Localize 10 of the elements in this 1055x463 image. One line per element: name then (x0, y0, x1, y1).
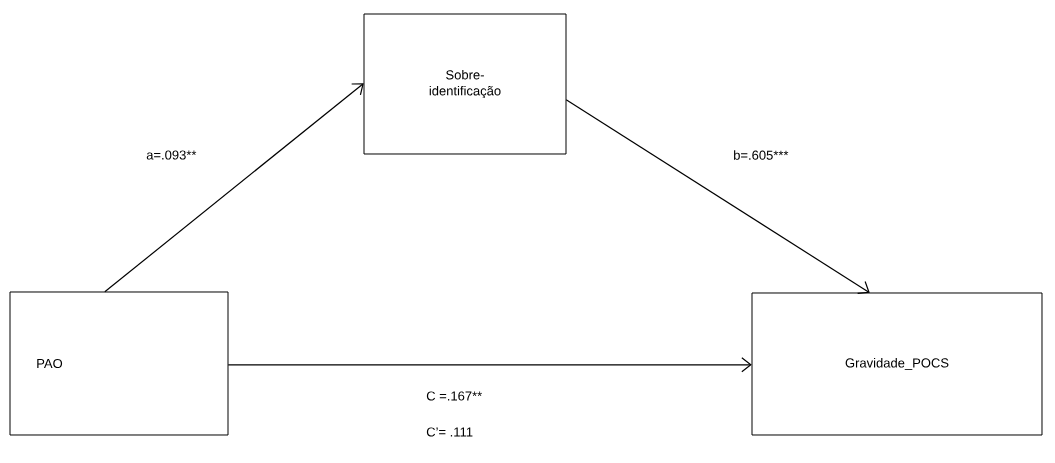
edge-label: C =.167** (425, 390, 484, 402)
arrow (565, 99, 870, 294)
edge-label: b=.605*** (732, 149, 790, 161)
arrow (227, 357, 752, 373)
edge-label: a=.093** (145, 149, 198, 161)
box: Gravidade_POCS (751, 292, 1043, 436)
box: PAO (9, 291, 229, 436)
box: Sobre- identificação (363, 13, 567, 155)
arrow (104, 83, 364, 293)
path-label: C’= .111 (426, 427, 473, 437)
